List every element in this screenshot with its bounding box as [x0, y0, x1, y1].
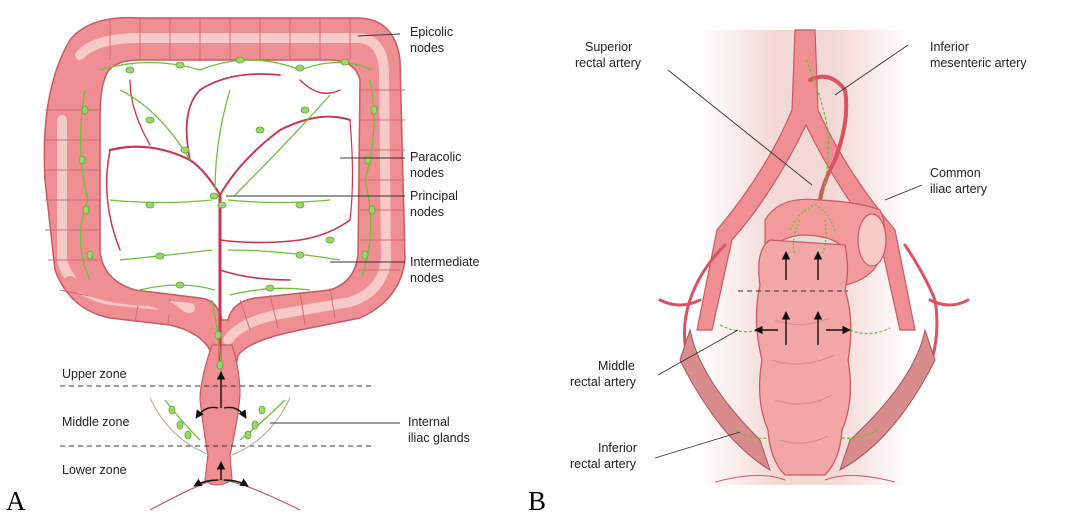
- label-principal-1: Principal: [410, 189, 458, 203]
- panel-letter-a: A: [6, 486, 26, 516]
- label-lower-zone: Lower zone: [62, 463, 127, 477]
- label-middle-1: Middle: [598, 359, 635, 373]
- label-common-1: Common: [930, 166, 981, 180]
- label-intermediate-2: nodes: [410, 271, 444, 285]
- label-epicolic-2: nodes: [410, 41, 444, 55]
- label-intermediate-1: Intermediate: [410, 255, 480, 269]
- rectum-body: [756, 240, 850, 475]
- label-common-2: iliac artery: [930, 182, 988, 196]
- label-superior-2: rectal artery: [575, 56, 642, 70]
- anal-canal-lines: [150, 480, 300, 510]
- panel-b-rectal-arteries: Superior rectal artery Inferior mesenter…: [528, 30, 1027, 516]
- panel-letter-b: B: [528, 486, 546, 516]
- label-internal-2: iliac glands: [408, 431, 470, 445]
- label-epicolic-1: Epicolic: [410, 25, 453, 39]
- label-inf-mes-2: mesenteric artery: [930, 56, 1027, 70]
- label-inf-mes-1: Inferior: [930, 40, 969, 54]
- label-paracolic-1: Paracolic: [410, 150, 461, 164]
- label-internal-1: Internal: [408, 415, 450, 429]
- label-middle-2: rectal artery: [570, 375, 637, 389]
- sigmoid-lumen: [858, 214, 886, 266]
- label-middle-zone: Middle zone: [62, 415, 129, 429]
- label-inferior-2: rectal artery: [570, 457, 637, 471]
- label-upper-zone: Upper zone: [62, 367, 127, 381]
- label-inferior-1: Inferior: [598, 441, 637, 455]
- panel-a-colon-lymphatics: Epicolic nodes Paracolic nodes Principal…: [6, 18, 480, 516]
- label-principal-2: nodes: [410, 205, 444, 219]
- label-paracolic-2: nodes: [410, 166, 444, 180]
- label-superior-1: Superior: [585, 40, 632, 54]
